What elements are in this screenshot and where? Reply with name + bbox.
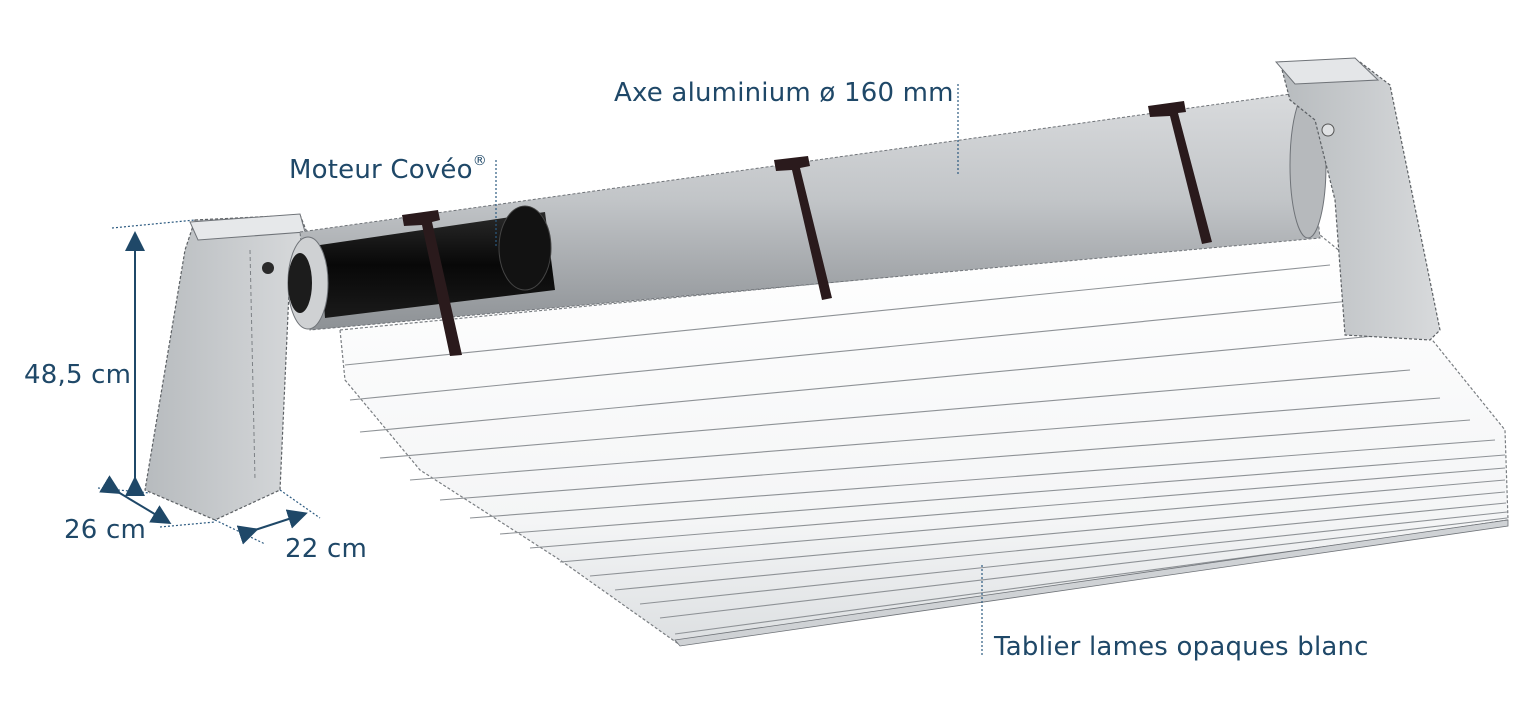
- height-dimension-label: 48,5 cm: [24, 360, 132, 390]
- straps: [402, 101, 1212, 356]
- slat-apron: [339, 234, 1509, 647]
- apron-label: Tablier lames opaques blanc: [994, 632, 1369, 662]
- depth-dimension-label: 26 cm: [64, 515, 146, 545]
- dimension-arrows: [99, 231, 308, 545]
- right-support: [1274, 57, 1441, 341]
- motor-label-text: Moteur Covéo: [289, 155, 473, 185]
- left-support: [144, 213, 311, 521]
- registered-mark: ®: [472, 153, 487, 169]
- axle-label: Axe aluminium ø 160 mm: [614, 78, 954, 108]
- motor-label: Moteur Covéo®: [289, 153, 487, 185]
- width-dimension-label: 22 cm: [285, 534, 367, 564]
